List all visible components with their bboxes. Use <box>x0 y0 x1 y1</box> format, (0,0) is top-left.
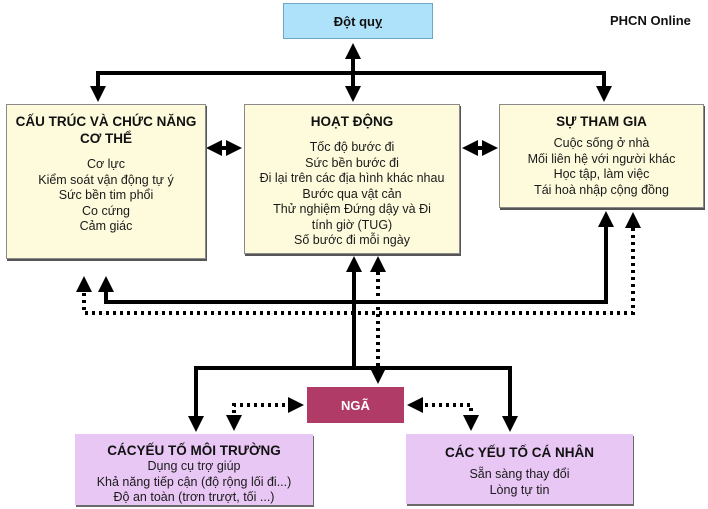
node-body-item: Kiểm soát vận động tự ý <box>38 172 174 187</box>
node-stroke: Đột quỵ <box>283 3 433 39</box>
edge-activity-env-personal <box>194 366 512 427</box>
node-env-item: Dụng cụ trợ giúp <box>147 459 241 473</box>
node-participation: SỰ THAM GIA Cuộc sống ở nhà Mối liên hệ … <box>499 104 704 208</box>
node-personal-item: Sẵn sàng thay đổi <box>469 467 570 481</box>
edge-dotted-body-participation <box>82 222 635 315</box>
node-body-title-line-1: CẤU TRÚC VÀ CHỨC NĂNG <box>15 114 197 129</box>
node-stroke-title: Đột quỵ <box>333 13 383 29</box>
brand-label: PHCN Online <box>610 13 691 28</box>
edge-fall-env-dotted <box>226 397 304 431</box>
node-participation-item: Mối liên hệ với người khác <box>527 151 676 166</box>
node-activity-item: Thử nghiệm Đứng dậy và Đi <box>273 202 431 216</box>
node-activity-title: HOẠT ĐỘNG <box>310 114 394 129</box>
node-personal: CÁC YẾU TỐ CÁ NHÂN Sẵn sàng thay đổi Lòn… <box>406 434 633 504</box>
edge-fall-personal-dotted <box>407 397 479 431</box>
node-env-item: Độ an toàn (trơn trượt, tối ...) <box>113 490 275 504</box>
node-activity-item: tính giờ (TUG) <box>311 217 393 232</box>
node-personal-item: Lòng tự tin <box>489 482 550 497</box>
node-env-title: CÁCYẾU TỐ MÔI TRƯỜNG <box>107 443 281 458</box>
node-fall-title: NGÃ <box>341 397 370 413</box>
node-body-structure: CẤU TRÚC VÀ CHỨC NĂNG CƠ THỂ Cơ lực Kiểm… <box>6 104 206 259</box>
node-activity-item: Bước qua vật cản <box>302 186 402 201</box>
node-body-item: Cảm giác <box>79 219 133 233</box>
node-participation-title: SỰ THAM GIA <box>556 114 647 129</box>
node-personal-title: CÁC YẾU TỐ CÁ NHÂN <box>444 445 594 460</box>
node-activity: HOẠT ĐỘNG Tốc độ bước đi Sức bền bước đi… <box>244 104 460 254</box>
node-activity-item: Đi lại trên các địa hình khác nhau <box>259 171 445 185</box>
node-activity-item: Sức bền bước đi <box>305 155 399 170</box>
node-env-item: Khả năng tiếp cận (độ rộng lối đi...) <box>96 474 292 489</box>
node-participation-item: Học tập, làm việc <box>553 167 650 181</box>
node-environmental: CÁCYẾU TỐ MÔI TRƯỜNG Dụng cụ trợ giúp Kh… <box>75 434 313 505</box>
node-fall: NGÃ <box>307 387 404 423</box>
node-participation-item: Tái hoà nhập cộng đồng <box>534 182 669 197</box>
node-body-title-line-2: CƠ THỂ <box>79 131 133 146</box>
node-body-item: Sức bền tim phổi <box>58 188 154 202</box>
node-body-item: Cơ lực <box>86 157 126 171</box>
node-activity-item: Số bước đi mỗi ngày <box>294 233 410 247</box>
node-activity-item: Tốc độ bước đi <box>309 140 395 154</box>
edge-solid-to-body-participation <box>104 218 608 304</box>
node-participation-item: Cuộc sống ở nhà <box>553 136 650 150</box>
node-body-item: Co cứng <box>82 203 130 218</box>
